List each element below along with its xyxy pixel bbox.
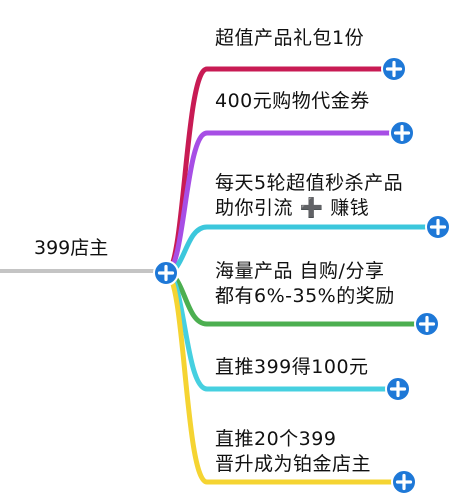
branch-label-line: 超值产品礼包1份 (215, 27, 365, 49)
branch-node-label: 400元购物代金券 (215, 89, 370, 114)
branch-label-line: 每天5轮超值秒杀产品 (215, 172, 404, 194)
root-node-label: 399店主 (34, 237, 109, 259)
branch-toggle-button[interactable] (389, 120, 415, 146)
branch-node-label: 海量产品 自购/分享都有6%-35%的奖励 (215, 259, 395, 309)
branch-node-label: 直推20个399 晋升成为铂金店主 (215, 427, 371, 477)
branch-label-line: 400元购物代金券 (215, 90, 370, 112)
branch-label-line: 晋升成为铂金店主 (215, 453, 372, 475)
branch-label-line: 海量产品 自购/分享 (215, 260, 385, 282)
branch-toggle-button[interactable] (381, 56, 407, 82)
branch-toggle-button[interactable] (425, 214, 451, 240)
branch-label-line: 直推20个399 (215, 428, 337, 450)
branch-label-line: 都有6%-35%的奖励 (215, 285, 395, 307)
branch-node-label: 直推399得100元 (215, 355, 369, 380)
branch-node-label: 超值产品礼包1份 (215, 26, 364, 51)
branch-toggle-button[interactable] (391, 469, 417, 495)
branch-node-label: 每天5轮超值秒杀产品助你引流 ➕ 赚钱 (215, 171, 403, 221)
branch-toggle-button[interactable] (414, 311, 440, 337)
branch-label-line: 直推399得100元 (215, 356, 369, 378)
branch-toggle-button[interactable] (385, 376, 411, 402)
root-toggle-button[interactable] (153, 260, 179, 286)
branch-label-line: 助你引流 ➕ 赚钱 (215, 197, 370, 219)
